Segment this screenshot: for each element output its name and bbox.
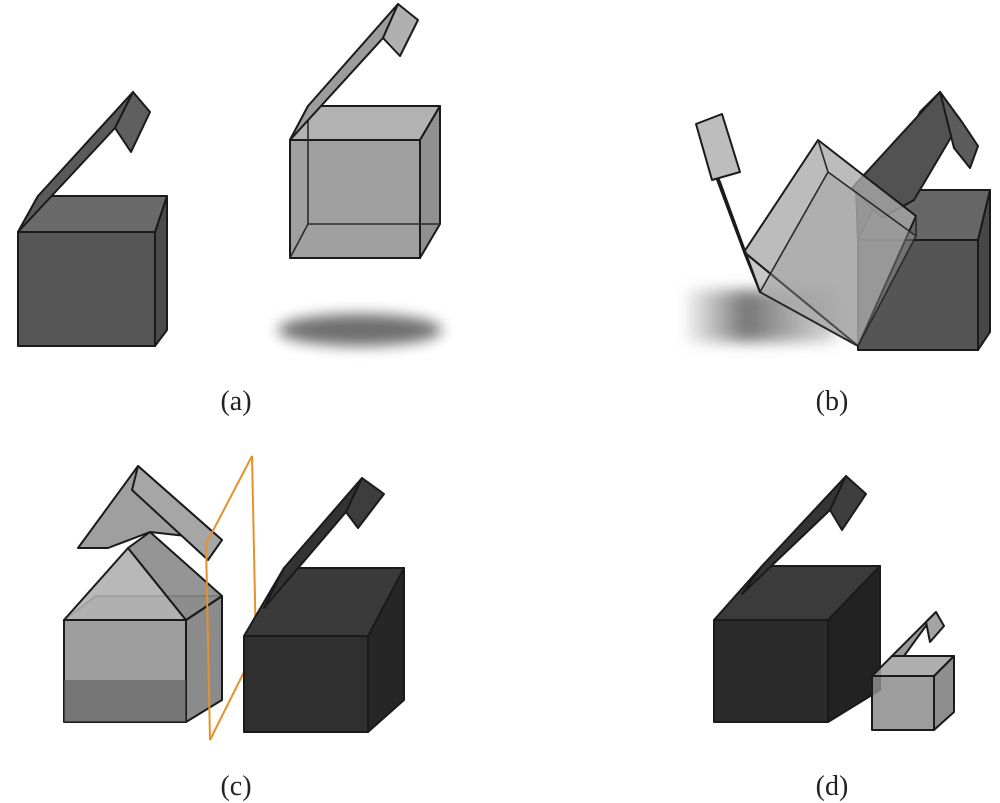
- translucent-box-lid-tab: [382, 3, 419, 57]
- small-translucent-box-d: [871, 611, 955, 731]
- tilted-translucent-box-b: [695, 113, 917, 347]
- panel-d: (d): [713, 475, 955, 802]
- panel-c: (c): [63, 455, 405, 802]
- caption-c: (c): [220, 771, 251, 802]
- box-a-shadow: [278, 314, 442, 346]
- caption-d: (d): [816, 771, 849, 802]
- dark-box-d-front: [713, 619, 829, 723]
- dark-box-d-lid-tab: [829, 475, 867, 531]
- small-box-front: [871, 675, 935, 731]
- translucent-box-hidden-edge: [289, 223, 309, 259]
- translucent-box-c: [63, 465, 223, 723]
- box-c-inner-shadow: [64, 680, 186, 722]
- box-b-lid-tab: [939, 91, 979, 169]
- opaque-box-a: [17, 91, 168, 347]
- box-c-lid-tab: [131, 465, 223, 561]
- dark-box-c-lid-tab: [345, 477, 385, 529]
- dark-box-d: [713, 475, 881, 723]
- caption-a: (a): [220, 386, 251, 417]
- translucent-box-a: [278, 3, 442, 346]
- tilted-box-edge: [817, 139, 829, 173]
- translucent-box-front: [289, 139, 421, 259]
- dark-box-c: [243, 477, 405, 733]
- caption-b: (b): [816, 386, 849, 417]
- box-a-lid-tab: [114, 91, 151, 153]
- box-a-front-face: [17, 231, 156, 347]
- panel-a: (a): [17, 3, 442, 417]
- tilted-box-flap: [705, 149, 761, 293]
- tilted-box-flap-tab: [695, 113, 741, 181]
- small-box-top: [871, 655, 955, 677]
- small-box-lid-tab: [925, 611, 945, 643]
- panel-b: (b): [686, 91, 991, 417]
- box-c-roof-back: [127, 531, 223, 621]
- dark-box-c-front: [243, 635, 369, 733]
